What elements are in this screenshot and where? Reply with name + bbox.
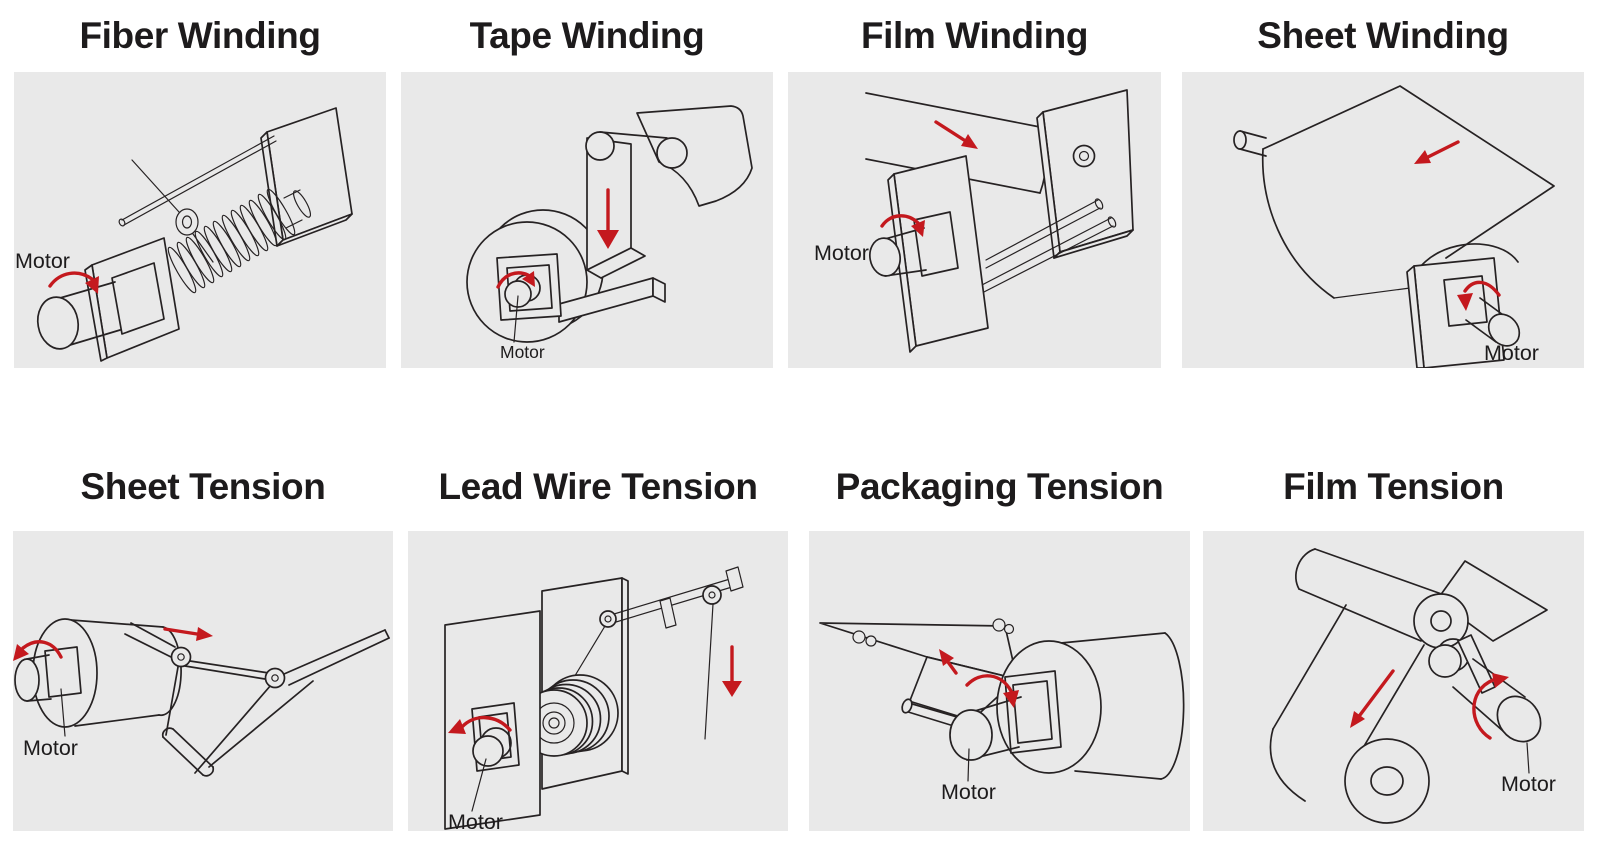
tension-frame: [161, 666, 314, 777]
rotation-arrow-icon: [965, 674, 1019, 708]
motor-label: Motor: [1501, 772, 1556, 796]
sheet: [1261, 85, 1555, 299]
direction-arrow-icon: [597, 188, 619, 249]
packaging-tension-illustration: Motor: [809, 531, 1190, 831]
guide-roller: [170, 646, 192, 668]
motor: [1452, 658, 1542, 743]
film-winding-illustration: Motor: [788, 72, 1161, 368]
panel-lead-wire-tension: Lead Wire Tension: [408, 443, 788, 831]
motor: [1465, 297, 1521, 347]
direction-arrow-icon: [1414, 140, 1460, 164]
direction-arrow-icon: [722, 645, 742, 697]
direction-arrow-icon: [163, 627, 213, 641]
panel-title: Packaging Tension: [835, 466, 1164, 507]
motor-label: Motor: [23, 736, 78, 760]
end-plate: [260, 107, 353, 247]
film-band: [1269, 604, 1425, 802]
panel-fiber-winding: Fiber Winding: [14, 0, 386, 368]
pulley-arm: [599, 566, 744, 629]
sheet-tension-illustration: Motor: [13, 531, 393, 831]
bottom-roll: [1344, 738, 1430, 824]
motor-label: Motor: [941, 780, 996, 804]
roller-pins: [852, 618, 1015, 647]
motor-plate: [84, 237, 180, 362]
guide-bar: [901, 698, 964, 728]
motor-label: Motor: [1484, 341, 1539, 365]
rotation-arrow-icon: [1457, 280, 1501, 311]
motor-label: Motor: [500, 342, 545, 362]
panel-title: Film Winding: [860, 15, 1089, 56]
panel-film-winding: Film Winding: [788, 0, 1161, 368]
direction-arrow-icon: [934, 120, 978, 149]
rotation-arrow-icon: [880, 214, 925, 237]
motor-leader-line: [513, 295, 519, 343]
guide-rollers: [585, 131, 688, 169]
panel-title: Lead Wire Tension: [438, 466, 758, 507]
exit-sheet: [283, 629, 390, 686]
motor-label: Motor: [15, 249, 70, 273]
rotation-arrow-icon: [448, 715, 512, 734]
motor-leader-line: [471, 758, 487, 812]
rotation-arrow-icon: [1472, 673, 1509, 740]
lead-wire: [572, 603, 714, 740]
tape-sheet: [636, 105, 753, 207]
panel-title: Tape Winding: [469, 15, 705, 56]
rotation-arrow-icon: [496, 271, 535, 289]
winding-coil: [167, 188, 312, 294]
motor-leader-line: [60, 688, 66, 737]
panel-title: Fiber Winding: [79, 15, 321, 56]
connecting-rods: [979, 198, 1117, 295]
film-tension-illustration: Motor: [1203, 531, 1584, 831]
motor-label: Motor: [814, 241, 869, 265]
motor-label: Motor: [448, 810, 503, 831]
drive-roller: [1428, 634, 1496, 694]
guide-roller: [264, 667, 286, 689]
motor: [496, 253, 562, 321]
panel-title: Film Tension: [1283, 466, 1504, 507]
direction-arrow-icon: [1350, 669, 1395, 728]
lead-wire-tension-illustration: Motor: [408, 531, 788, 831]
panel-tape-winding: Tape Winding: [401, 0, 773, 368]
fiber-winding-illustration: Motor: [14, 72, 386, 368]
motor: [949, 670, 1062, 761]
panel-sheet-winding: Sheet Winding: [1182, 0, 1584, 368]
panel-packaging-tension: Packaging Tension: [809, 443, 1190, 831]
motor-leader-line: [967, 748, 970, 782]
film-sheet: [1436, 560, 1548, 642]
motor: [471, 702, 520, 772]
motor: [36, 281, 121, 350]
panel-title: Sheet Winding: [1257, 15, 1509, 56]
motor-plate: [887, 155, 989, 353]
end-plate: [1036, 89, 1134, 259]
motor-leader-line: [1526, 742, 1530, 774]
rotation-arrow-icon: [13, 640, 63, 661]
sheet: [184, 660, 270, 680]
motor: [14, 646, 82, 702]
direction-arrow-icon: [939, 649, 958, 675]
sheet: [124, 622, 176, 658]
panel-film-tension: Film Tension: [1203, 443, 1584, 831]
roll-shaft: [1233, 130, 1267, 157]
sheet-winding-illustration: Motor: [1182, 72, 1584, 368]
fiber-thread: [131, 159, 214, 263]
tape-winding-illustration: Motor: [401, 72, 773, 368]
motor: [869, 227, 927, 277]
sheet: [819, 622, 1018, 722]
panel-sheet-tension: Sheet Tension: [13, 443, 393, 831]
top-roll: [1295, 548, 1469, 649]
panel-title: Sheet Tension: [80, 466, 326, 507]
rotation-arrow-icon: [48, 271, 99, 294]
guide-rod: [118, 135, 277, 227]
